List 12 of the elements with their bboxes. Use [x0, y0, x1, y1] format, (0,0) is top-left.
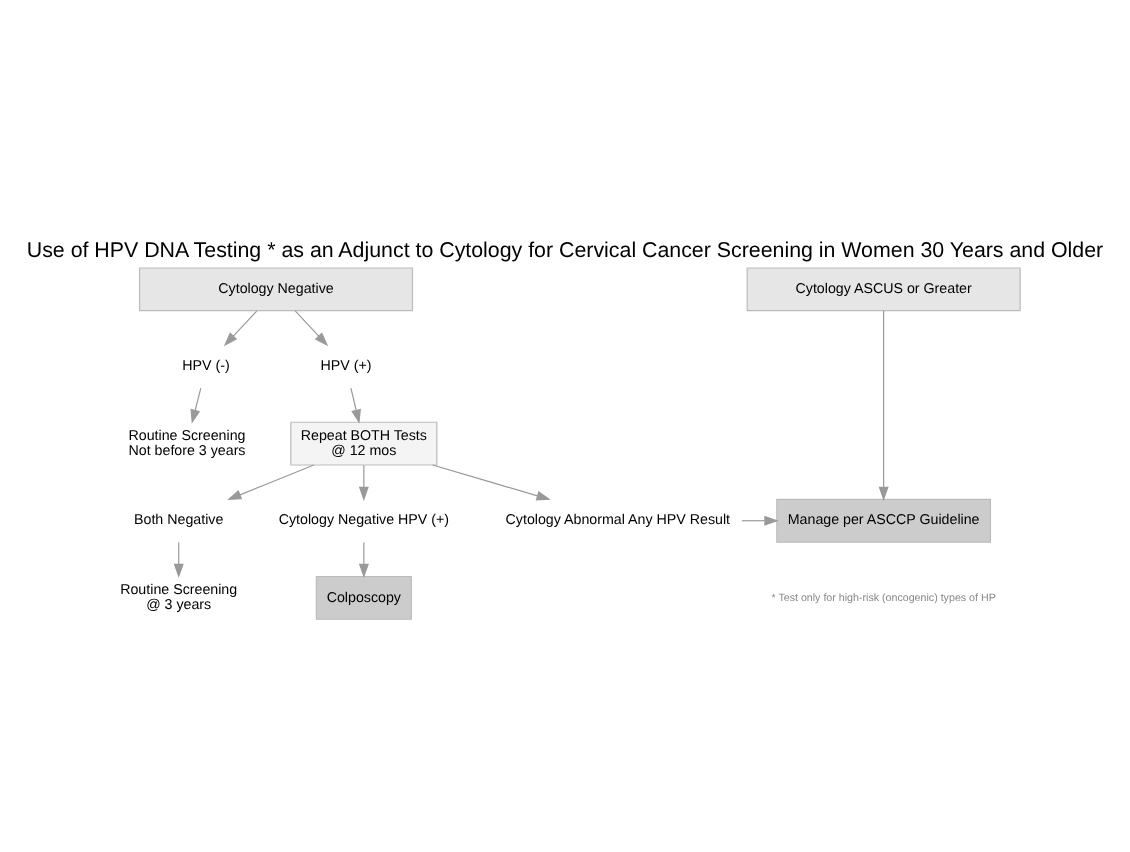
arrow: [358, 540, 369, 578]
arrow: [350, 386, 361, 423]
arrow: [878, 309, 889, 501]
arrow: [358, 463, 369, 500]
arrow: [190, 386, 202, 423]
arrow: [227, 463, 315, 499]
arrow: [741, 514, 779, 525]
arrow: [294, 309, 329, 346]
arrow: [431, 463, 551, 500]
arrow: [173, 540, 184, 578]
diagram-title: Use of HPV DNA Testing * as an Adjunct to Cytology for Cervical Cancer Screening in Women 30 Years and Older: [26, 237, 1104, 262]
arrow: [223, 309, 258, 346]
